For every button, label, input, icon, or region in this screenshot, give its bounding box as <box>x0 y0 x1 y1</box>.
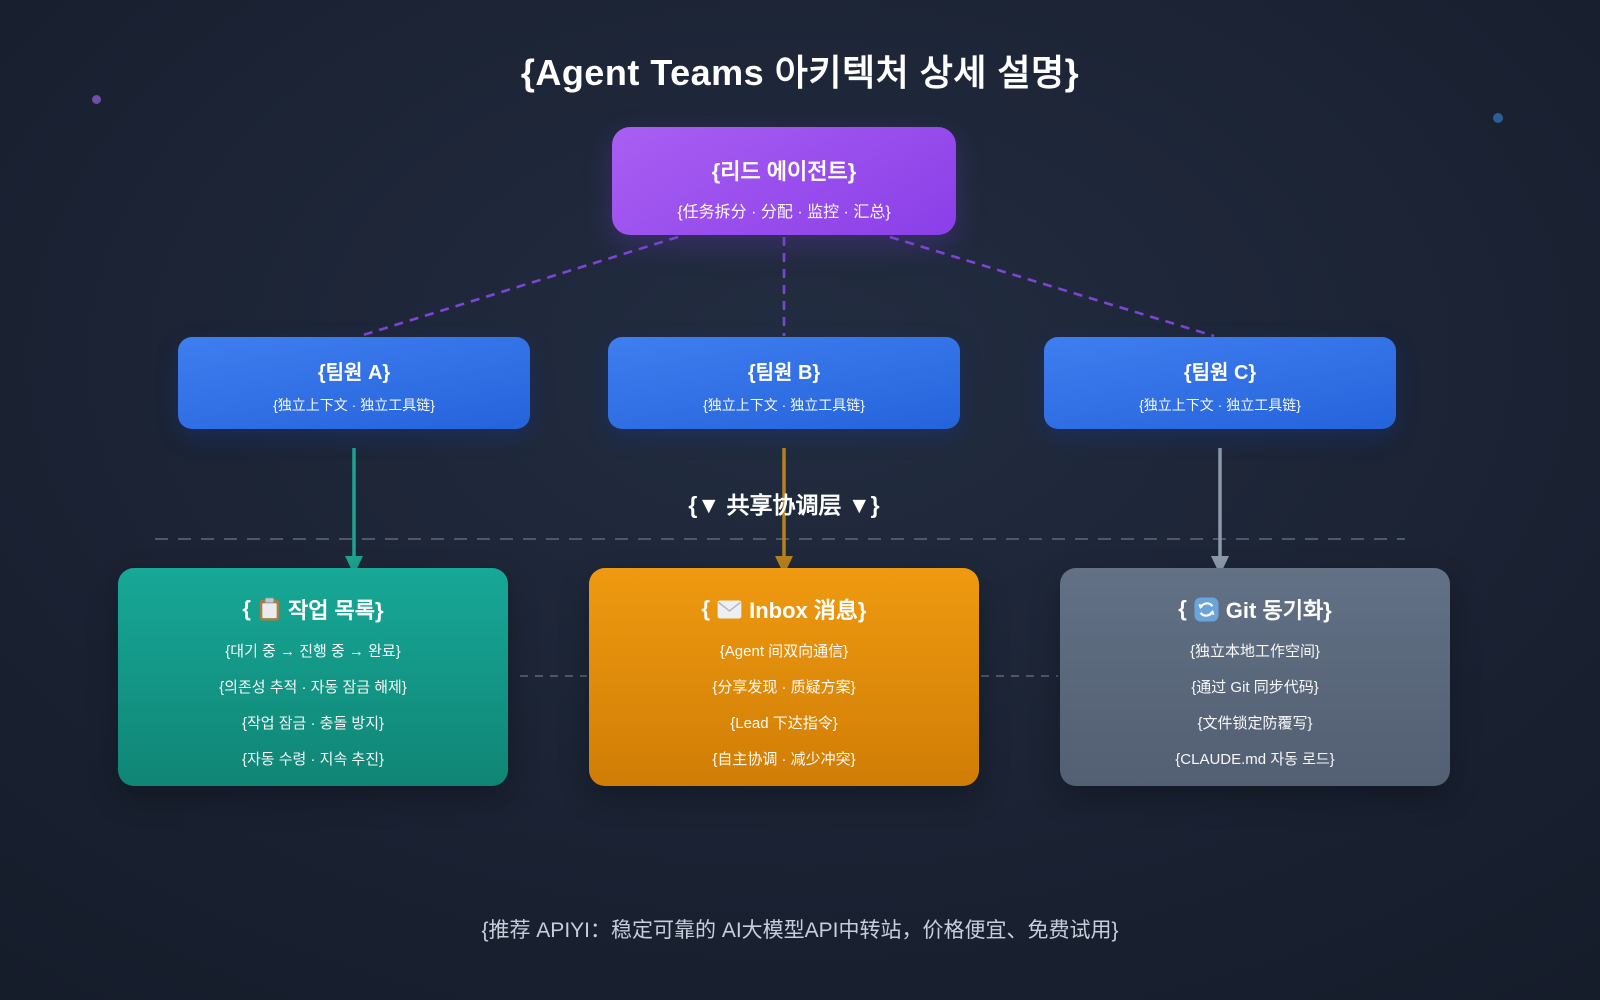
lead-to-team-a-connector <box>359 235 679 338</box>
git-title-text: Git 동기화} <box>1225 598 1332 623</box>
footer-note: {推荐 APIYI：稳定可靠的 AI大模型API中转站，价格便宜、免费试用} <box>481 919 1119 942</box>
team-member-c-subtitle: {独立上下文 · 独立工具链} <box>1139 397 1301 413</box>
decorative-dot-blue <box>1493 113 1503 123</box>
task-list-line: {의존성 추적 · 자동 잠금 해제} <box>219 679 407 696</box>
inbox-line: {分享发现 · 质疑方案} <box>712 679 856 696</box>
team-member-b-node: {팀원 B} {独立上下文 · 独立工具链} <box>608 337 960 429</box>
coordination-layer-label: {▼ 共享协调层 ▼} <box>688 492 880 518</box>
inbox-messages-card: { Inbox 消息} {Agent 间双向通信} {分享发现 · 质疑方案} … <box>589 568 979 786</box>
task-list-line: {대기 중 → 진행 중 → 완료} <box>225 643 401 660</box>
task-list-title-text: 작업 목록} <box>287 598 384 623</box>
inbox-brace-open: { <box>701 596 711 621</box>
sync-icon <box>1194 596 1219 622</box>
clipboard-icon <box>258 597 281 622</box>
team-member-c-title: {팀원 C} <box>1183 362 1257 384</box>
team-member-b-subtitle: {独立上下文 · 独立工具链} <box>703 397 865 413</box>
inbox-line: {Lead 下达指令} <box>730 715 838 732</box>
inbox-line: {Agent 间双向通信} <box>719 643 849 660</box>
decorative-dot-purple <box>92 95 101 104</box>
inbox-card-title: { Inbox 消息} <box>589 593 979 625</box>
git-line: {独立本地工作空间} <box>1189 643 1321 660</box>
task-list-line: {작업 잠금 · 충돌 방지} <box>241 715 385 732</box>
task-list-card: { 작업 목록} {대기 중 → 진행 중 → 완료} {의존성 추적 · 자동… <box>118 568 508 786</box>
page-title: {Agent Teams 아키텍처 상세 설명} <box>520 52 1080 93</box>
envelope-icon <box>717 599 742 619</box>
team-member-a-subtitle: {独立上下文 · 独立工具链} <box>273 397 435 413</box>
team-member-b-title: {팀원 B} <box>747 362 821 384</box>
task-list-card-title: { 작업 목록} <box>118 593 508 625</box>
team-member-a-title: {팀원 A} <box>317 362 391 384</box>
lead-to-team-c-connector <box>889 235 1215 338</box>
task-list-brace-open: { <box>242 596 251 621</box>
team-member-c-node: {팀원 C} {独立上下文 · 独立工具链} <box>1044 337 1396 429</box>
git-sync-card: { Git 동기화} {独立本地工作空间} {通过 Git 同步代码} {文件锁… <box>1060 568 1450 786</box>
git-sync-card-title: { Git 동기화} <box>1060 593 1450 625</box>
git-brace-open: { <box>1178 596 1187 621</box>
lead-agent-subtitle: {任务拆分 · 分配 · 监控 · 汇总} <box>677 204 891 221</box>
lead-agent-node: {리드 에이전트} {任务拆分 · 分配 · 监控 · 汇总} <box>612 127 956 235</box>
team-member-a-node: {팀원 A} {独立上下文 · 独立工具链} <box>178 337 530 429</box>
lead-agent-title: {리드 에이전트} <box>711 159 857 184</box>
inbox-title-text: Inbox 消息} <box>749 598 867 623</box>
inbox-line: {自主协调 · 减少冲突} <box>712 751 856 768</box>
git-line: {文件锁定防覆写} <box>1197 715 1313 732</box>
git-line: {通过 Git 同步代码} <box>1191 679 1319 696</box>
task-list-line: {자동 수령 · 지속 추진} <box>241 751 385 768</box>
git-line: {CLAUDE.md 자동 로드} <box>1175 751 1335 768</box>
